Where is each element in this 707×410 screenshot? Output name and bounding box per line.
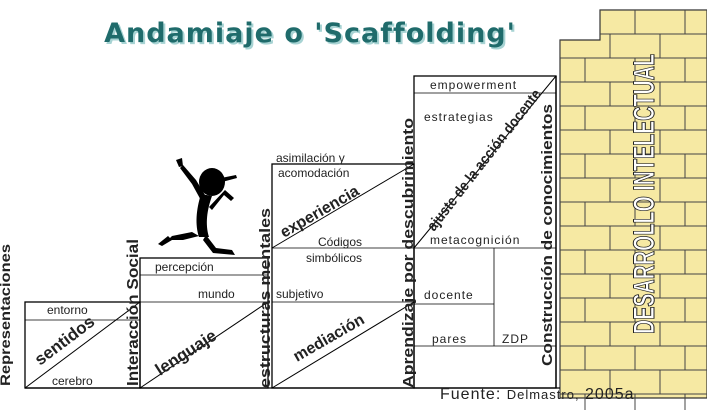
keyword-lenguaje: lenguaje	[152, 326, 220, 379]
staircase-outline	[24, 75, 560, 389]
keyword-experiencia: experiencia	[278, 183, 363, 242]
keyword-ajuste-accion-docente: ajuste de la acción docente	[424, 86, 545, 234]
keyword-mediacion: mediación	[291, 311, 368, 365]
heading-aprendizaje: Aprendizaje por descubrimiento	[400, 118, 417, 388]
climbing-stick-figure-icon	[158, 158, 237, 255]
label-estrategias: estrategias	[424, 110, 494, 124]
label-asimilacion: asimilación y	[276, 151, 345, 165]
wall-label-desarrollo: DESARROLLO INTELECTUAL	[628, 54, 661, 334]
label-metacognicion: metacognición	[430, 233, 520, 247]
heading-interaccion-social: Interacción Social	[125, 239, 142, 386]
brick-wall	[559, 9, 707, 410]
label-acomodacion: acomodación	[278, 166, 349, 180]
heading-estructuras-mentales: estructuras mentales	[257, 208, 274, 388]
label-mundo: mundo	[198, 287, 235, 301]
label-entorno: entorno	[47, 303, 88, 317]
label-simbolicos: simbólicos	[306, 251, 362, 265]
label-subjetivo: subjetivo	[276, 287, 324, 301]
source-citation: Fuente: Delmastro, 2005a	[440, 386, 635, 404]
diagram-title: Andamiaje o 'Scaffolding'	[104, 18, 516, 49]
label-cerebro: cerebro	[52, 374, 93, 388]
heading-representaciones: Representaciones	[0, 244, 13, 386]
label-empowerment: empowerment	[430, 78, 517, 92]
label-codigos: Códigos	[318, 235, 362, 249]
source-prefix: Fuente:	[440, 386, 502, 403]
label-percepcion: percepción	[155, 260, 214, 274]
label-zdp: ZDP	[502, 332, 529, 346]
label-pares: pares	[432, 332, 467, 346]
heading-construccion: Construcción de conocimientos	[539, 104, 556, 366]
source-year: 2005a	[585, 386, 635, 403]
source-author: Delmastro,	[506, 387, 580, 402]
label-docente: docente	[424, 288, 474, 302]
